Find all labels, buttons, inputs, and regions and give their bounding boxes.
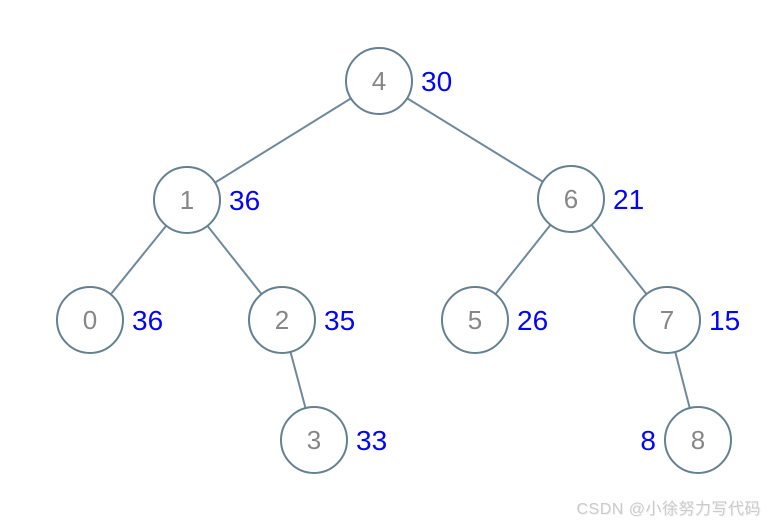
node-value-label: 26 bbox=[517, 305, 548, 336]
node-circle-2 bbox=[248, 286, 316, 354]
node-circle-8 bbox=[664, 406, 732, 474]
node-circle-0 bbox=[56, 286, 124, 354]
node-value-label: 33 bbox=[356, 425, 387, 456]
node-id-text: 3 bbox=[307, 425, 321, 455]
tree-edge-4-6 bbox=[378, 80, 572, 200]
node-id-text: 2 bbox=[275, 305, 289, 335]
node-id-text: 0 bbox=[83, 305, 97, 335]
node-circle-5 bbox=[441, 286, 509, 354]
tree-node-1: 1 36 bbox=[153, 166, 260, 234]
node-value-label: 30 bbox=[421, 66, 452, 97]
tree-node-4: 4 30 bbox=[345, 47, 452, 115]
node-circle-4 bbox=[345, 47, 413, 115]
tree-node-7: 7 15 bbox=[633, 286, 740, 354]
tree-node-2: 2 35 bbox=[248, 286, 355, 354]
node-value-label: 36 bbox=[132, 305, 163, 336]
node-id-text: 8 bbox=[691, 425, 705, 455]
node-circle-6 bbox=[537, 165, 605, 233]
node-id-text: 7 bbox=[660, 305, 674, 335]
node-value-label: 21 bbox=[613, 184, 644, 215]
node-id-text: 1 bbox=[180, 185, 194, 215]
node-circle-7 bbox=[633, 286, 701, 354]
tree-node-6: 6 21 bbox=[537, 165, 644, 233]
node-value-label: 15 bbox=[709, 305, 740, 336]
node-id-text: 6 bbox=[564, 184, 578, 214]
tree-node-8: 88 bbox=[640, 406, 732, 474]
node-value-label: 35 bbox=[324, 305, 355, 336]
node-value-label: 8 bbox=[640, 425, 656, 456]
node-id-text: 4 bbox=[372, 66, 386, 96]
tree-node-0: 0 36 bbox=[56, 286, 163, 354]
tree-node-5: 5 26 bbox=[441, 286, 548, 354]
node-circle-1 bbox=[153, 166, 221, 234]
tree-edge-4-1 bbox=[186, 80, 380, 201]
node-value-label: 36 bbox=[229, 185, 260, 216]
csdn-watermark: CSDN @小徐努力写代码 bbox=[576, 501, 761, 518]
node-circle-3 bbox=[280, 406, 348, 474]
node-id-text: 5 bbox=[468, 305, 482, 335]
